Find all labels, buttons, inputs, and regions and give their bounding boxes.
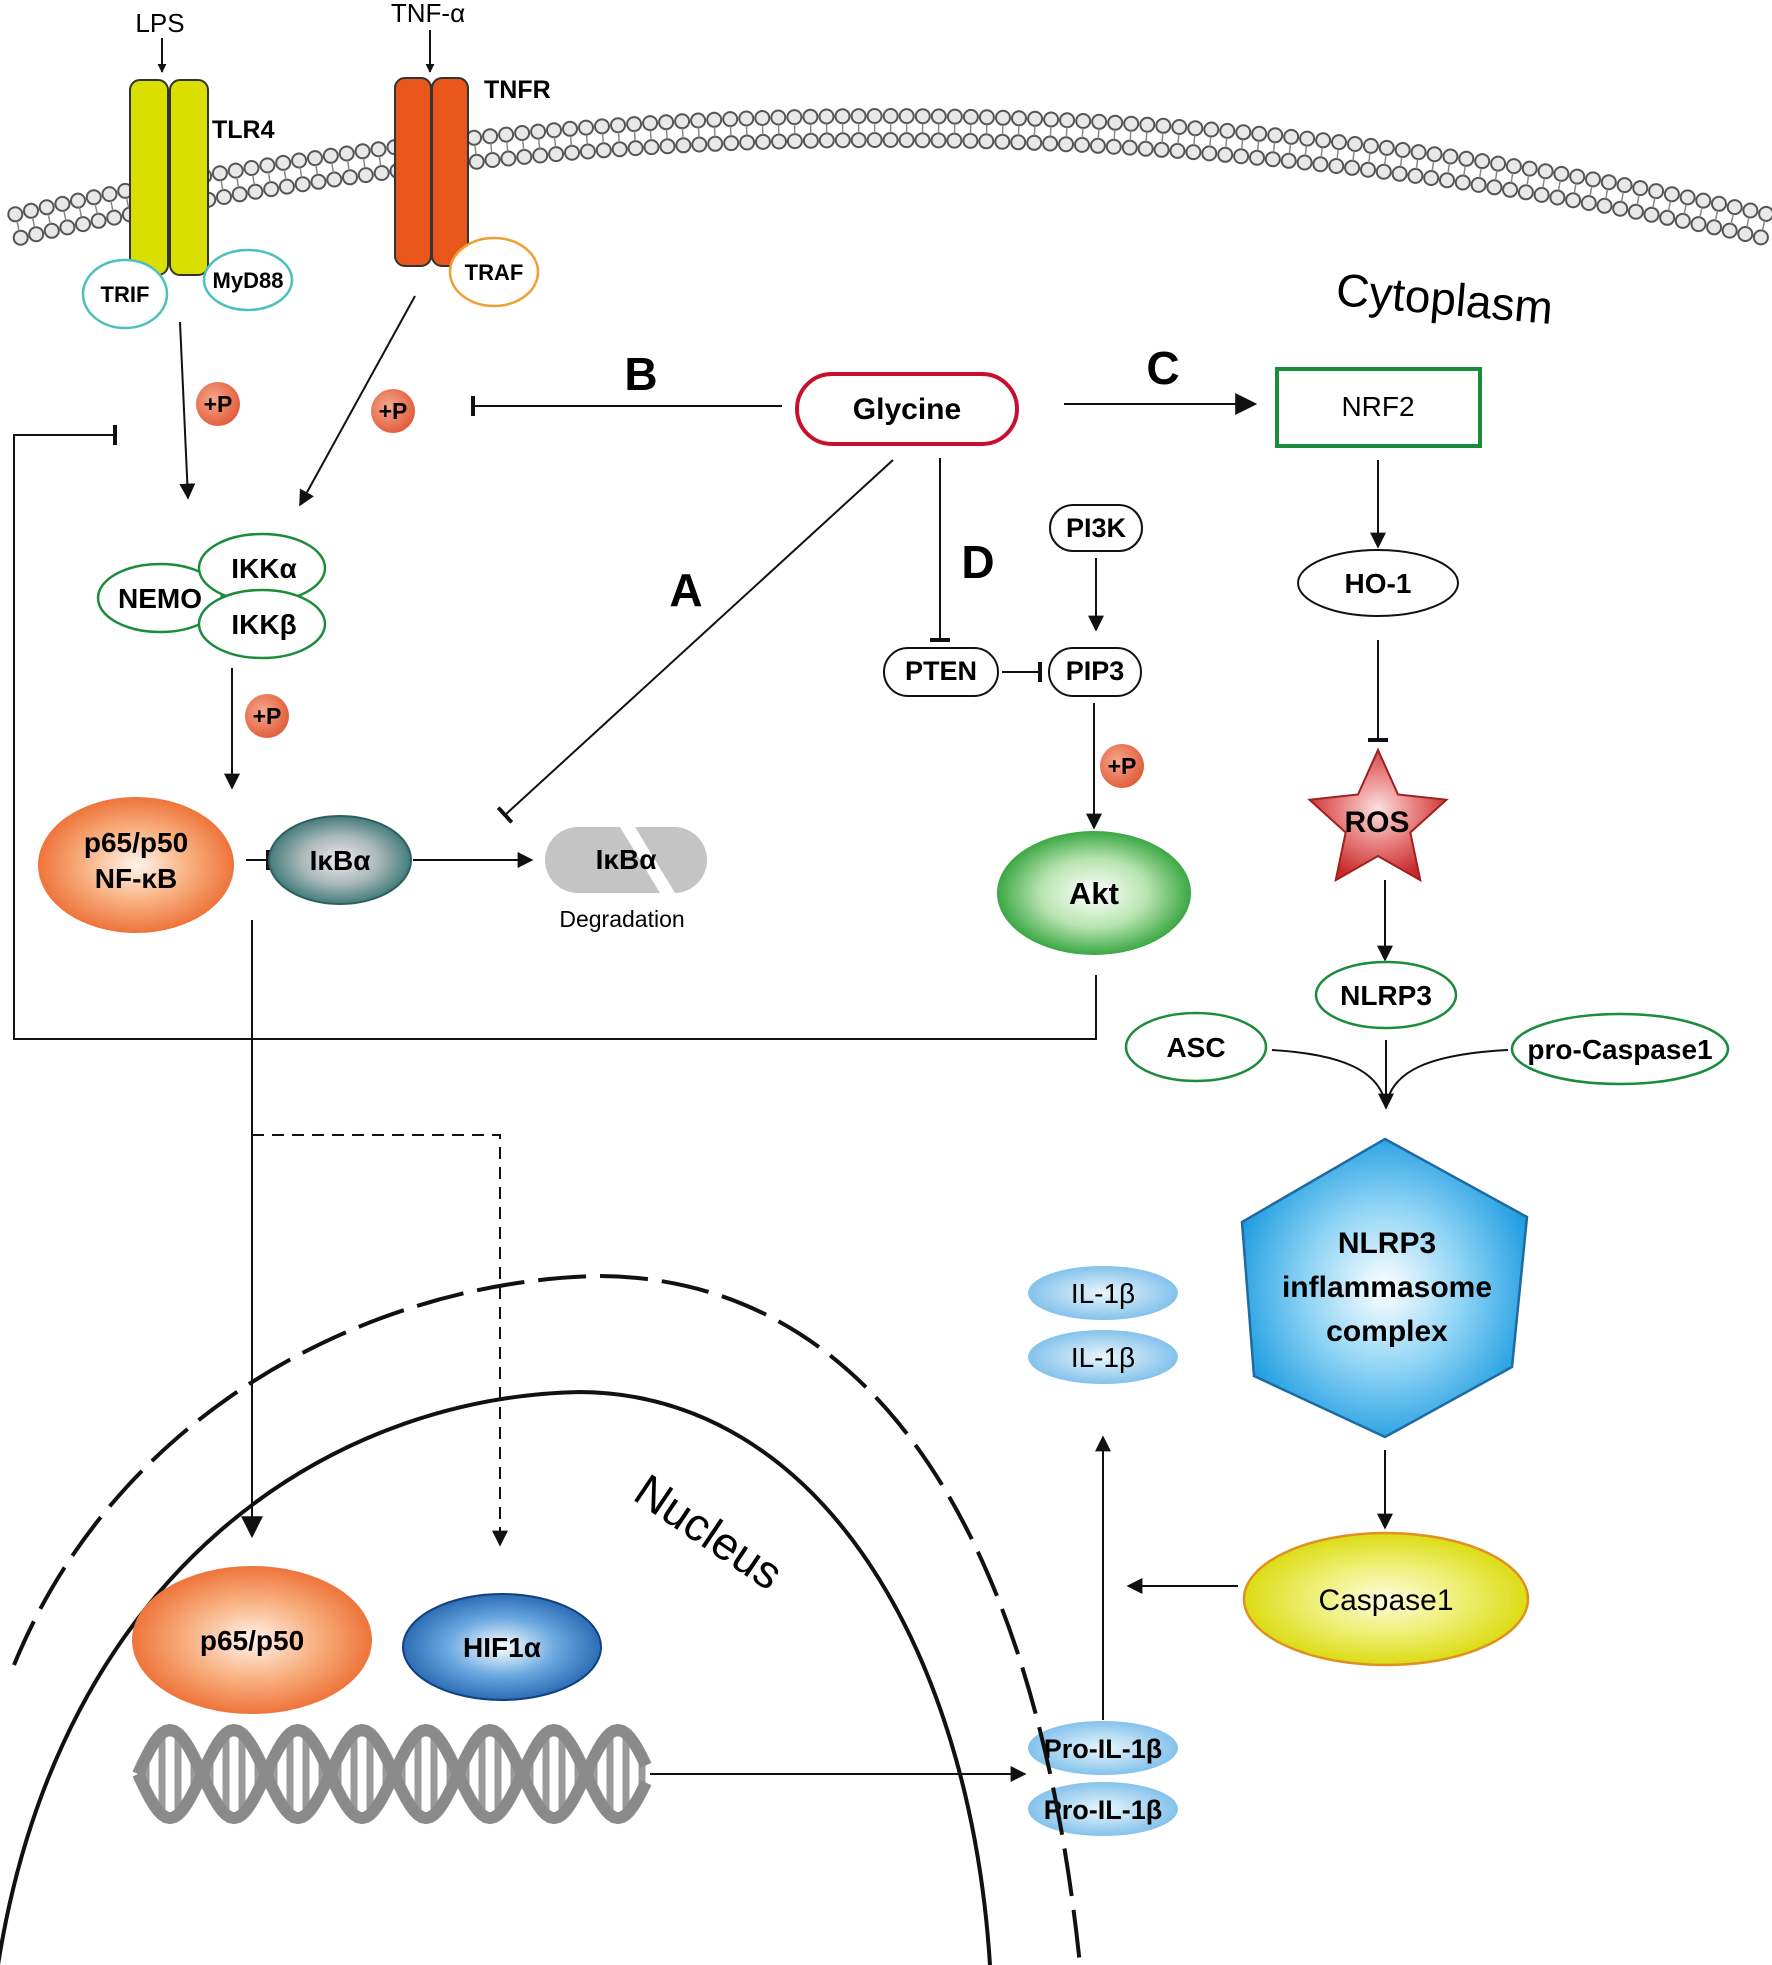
- ros-label: ROS: [1344, 806, 1409, 839]
- phosphorylation-badge: +P: [245, 694, 289, 738]
- pro-il1b-node: Pro-IL-1β: [1028, 1782, 1178, 1836]
- caspase1-node: Caspase1: [1242, 1531, 1530, 1667]
- nlrp3-node: NLRP3: [1314, 960, 1458, 1030]
- p65p50-node: p65/p50: [132, 1566, 372, 1714]
- p65p50-label: p65/p50: [200, 1625, 304, 1656]
- path-d-label: D: [961, 536, 994, 588]
- pten-label: PTEN: [905, 656, 977, 686]
- ho1-node: HO-1: [1297, 549, 1459, 617]
- ikkb-label: IKKβ: [231, 609, 296, 640]
- degradation-label: Degradation: [559, 906, 684, 932]
- trif-adapter: TRIF: [81, 258, 169, 330]
- dna-helix-icon: [132, 1723, 652, 1825]
- pi3k-label: PI3K: [1066, 513, 1127, 543]
- path-a-label: A: [669, 564, 702, 616]
- nuclear-envelope: [0, 1273, 1082, 1965]
- svg-text:NLRP3: NLRP3: [1338, 1227, 1436, 1260]
- hif1a-label: HIF1α: [463, 1632, 541, 1663]
- hif1a-node: HIF1α: [402, 1593, 602, 1701]
- cytoplasm-label: Cytoplasm: [1334, 263, 1555, 334]
- pten-node: PTEN: [883, 647, 999, 697]
- svg-text:+P: +P: [204, 391, 233, 417]
- degraded-ikba: IκBα Degradation: [545, 827, 707, 932]
- tnf-label: TNF-α: [391, 0, 465, 28]
- myd88-label: MyD88: [213, 268, 284, 293]
- svg-text:Pro-IL-1β: Pro-IL-1β: [1044, 1734, 1162, 1764]
- traf-adapter: TRAF: [448, 236, 540, 308]
- nlrp3-inflammasome-complex: NLRP3 inflammasome complex: [1240, 1137, 1529, 1439]
- nlrp3-label: NLRP3: [1340, 980, 1432, 1011]
- svg-text:IL-1β: IL-1β: [1071, 1342, 1135, 1373]
- svg-text:IL-1β: IL-1β: [1071, 1278, 1135, 1309]
- phosphorylation-badge: +P: [371, 389, 415, 433]
- svg-text:inflammasome: inflammasome: [1282, 1271, 1492, 1304]
- il1b-node: IL-1β: [1028, 1330, 1178, 1384]
- caspase1-label: Caspase1: [1318, 1584, 1453, 1617]
- ros-node: ROS: [1307, 747, 1449, 883]
- path-b-label: B: [624, 348, 657, 400]
- phosphorylation-badge: +P: [1100, 744, 1144, 788]
- ikka-label: IKKα: [231, 553, 296, 584]
- ikka-node: IKKα: [197, 532, 327, 604]
- phosphorylation-badge: +P: [196, 382, 240, 426]
- tnfr-label: TNFR: [484, 76, 551, 104]
- akt-node: Akt: [997, 831, 1191, 955]
- degraded-ikba-label: IκBα: [596, 844, 657, 875]
- path-c-label: C: [1146, 342, 1179, 394]
- svg-text:+P: +P: [379, 398, 408, 424]
- svg-text:Pro-IL-1β: Pro-IL-1β: [1044, 1795, 1162, 1825]
- lps-label: LPS: [135, 8, 184, 38]
- pip3-label: PIP3: [1066, 656, 1125, 686]
- pi3k-node: PI3K: [1049, 504, 1143, 552]
- svg-text:p65/p50: p65/p50: [84, 827, 188, 858]
- tlr4-receptor: [129, 79, 209, 276]
- svg-text:NF-κB: NF-κB: [95, 863, 177, 894]
- tlr4-label: TLR4: [212, 116, 275, 144]
- trif-label: TRIF: [101, 282, 150, 307]
- pro-caspase1-label: pro-Caspase1: [1527, 1034, 1712, 1065]
- asc-label: ASC: [1166, 1032, 1225, 1063]
- il1b-node: IL-1β: [1028, 1266, 1178, 1320]
- myd88-adapter: MyD88: [202, 248, 294, 312]
- nfkb-node: p65/p50 NF-κB: [38, 797, 234, 933]
- tnfr-receptor: [394, 77, 469, 267]
- nrf2-node: NRF2: [1275, 367, 1482, 448]
- nemo-label: NEMO: [118, 583, 202, 614]
- pip3-node: PIP3: [1048, 647, 1142, 697]
- pro-il1b-node: Pro-IL-1β: [1028, 1721, 1178, 1775]
- svg-text:+P: +P: [253, 703, 282, 729]
- nrf2-label: NRF2: [1341, 391, 1414, 422]
- glycine-label: Glycine: [853, 393, 961, 426]
- ikkb-node: IKKβ: [197, 588, 327, 660]
- svg-text:+P: +P: [1108, 753, 1137, 779]
- svg-text:complex: complex: [1326, 1315, 1448, 1348]
- ho1-label: HO-1: [1345, 568, 1412, 599]
- ikba-node: IκBα: [268, 815, 412, 905]
- asc-node: ASC: [1124, 1011, 1268, 1083]
- pro-caspase1-node: pro-Caspase1: [1510, 1012, 1730, 1086]
- nucleus-label: Nucleus: [626, 1464, 793, 1600]
- nemo-node: NEMO: [96, 562, 224, 634]
- ikba-label: IκBα: [310, 845, 371, 876]
- akt-label: Akt: [1069, 876, 1119, 911]
- glycine-node: Glycine: [795, 372, 1019, 446]
- traf-label: TRAF: [465, 260, 524, 285]
